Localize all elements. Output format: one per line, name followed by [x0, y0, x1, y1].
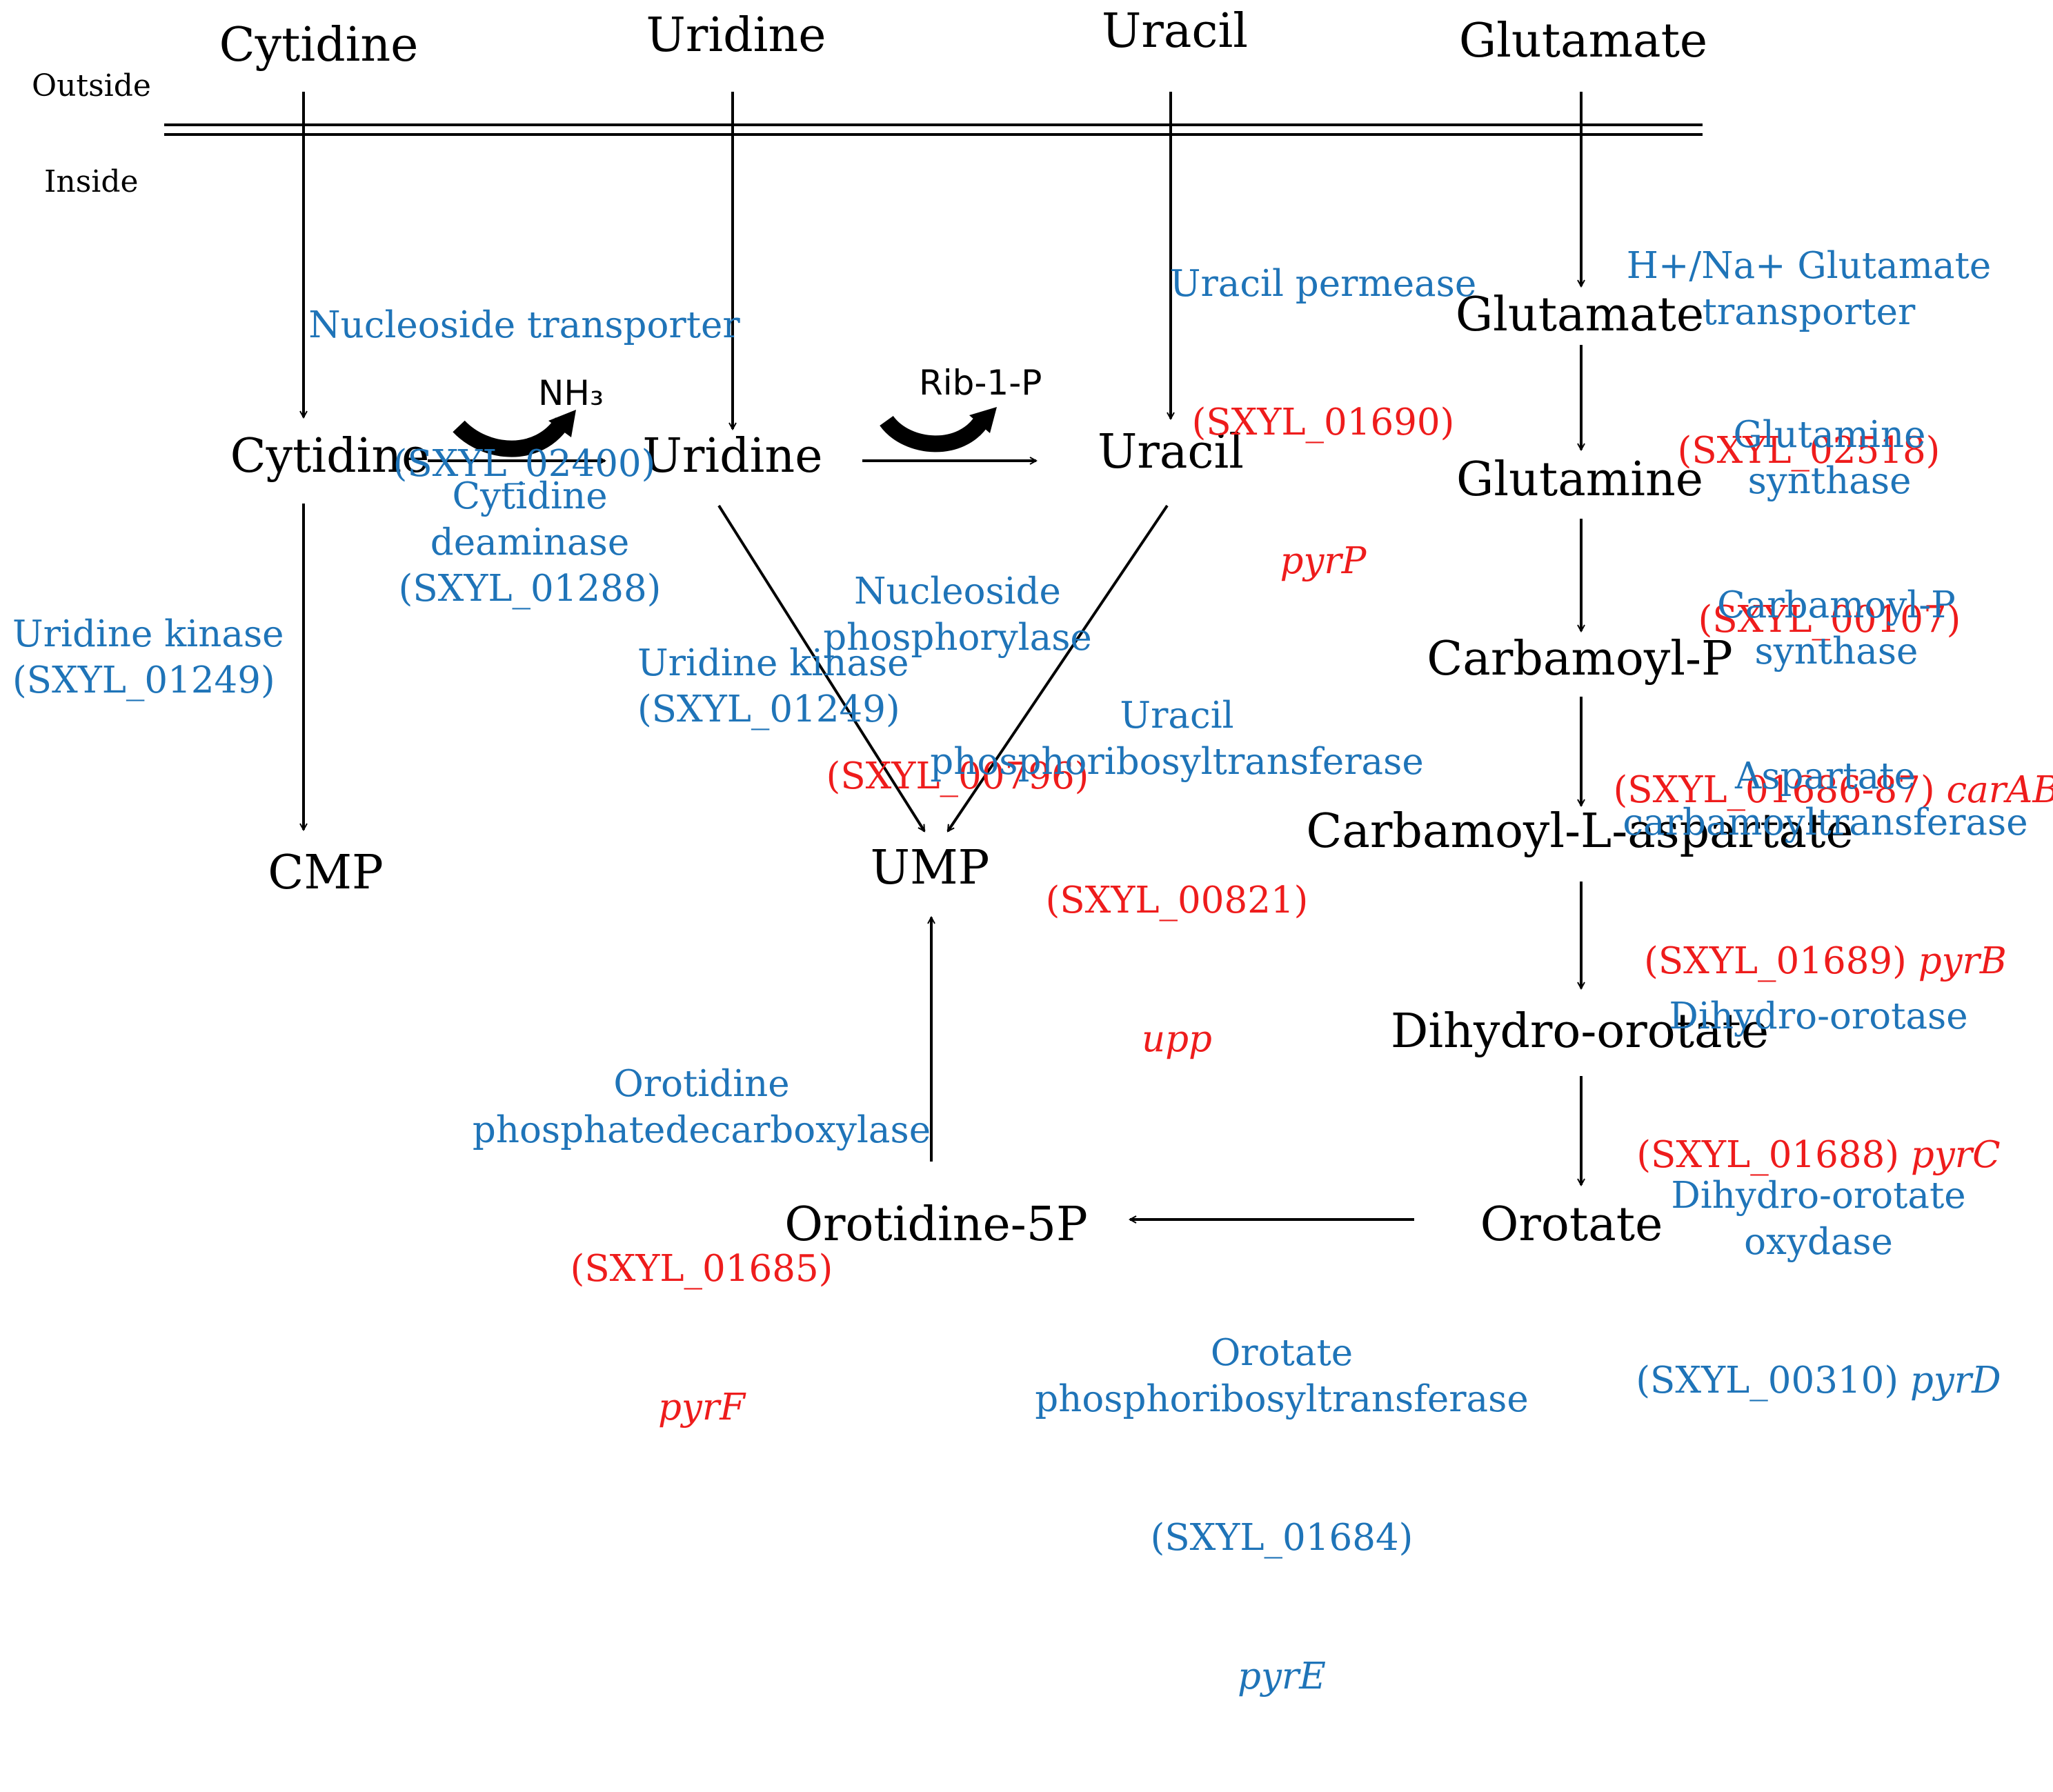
compound-orotate: Orotate [1480, 1197, 1663, 1252]
compound-uracil-outside: Uracil [1102, 4, 1248, 59]
gene-name: pyrB [1918, 940, 2007, 982]
arrow-rib1p-head [969, 407, 997, 433]
locus-id: (SXYL_00821) [1045, 879, 1309, 922]
compound-uridine-inside: Uridine [642, 429, 823, 484]
arrow-nh3-head [548, 410, 576, 437]
pathway-arrows [164, 92, 1703, 1433]
locus-id: (SXYL_02400) [393, 443, 656, 485]
compound-glutamate-inside: Glutamate [1455, 288, 1705, 342]
enzyme-name: Glutamine synthase [1733, 414, 1926, 502]
enzyme-nucleoside-transporter: Nucleoside transporter (SXYL_02400) [308, 210, 740, 579]
enzyme-orotate-phosphoribosyltransferase: Orotate phosphoribosyltransferase (SXYL_… [1035, 1237, 1528, 1792]
compound-uracil-inside: Uracil [1098, 425, 1244, 479]
enzyme-name: Uracil phosphoribosyltransferase [930, 695, 1424, 783]
enzyme-name: Nucleoside phosphorylase [823, 570, 1092, 659]
locus-id: (SXYL_01688) [1636, 1134, 1900, 1176]
compound-glutamine: Glutamine [1456, 452, 1703, 507]
gene-name: pyrP [1280, 540, 1367, 582]
enzyme-aspartate-carbamoyltransferase: Aspartate carbamoyltransferase (SXYL_016… [1623, 661, 2027, 1077]
enzyme-uridine-kinase-cmp: Uridine kinase (SXYL_01249) [12, 613, 284, 701]
compound-ump: UMP [870, 841, 990, 895]
gene-name: pyrE [1238, 1655, 1326, 1698]
compound-carbamoyl-p: Carbamoyl-P [1427, 632, 1733, 686]
outside-label: Outside [32, 68, 151, 103]
enzyme-name: Orotate phosphoribosyltransferase [1035, 1332, 1529, 1420]
locus-id: (SXYL_01685) [570, 1248, 833, 1290]
enzyme-cytidine-deaminase: Cytidine deaminase (SXYL_01288) [398, 475, 662, 610]
locus-id: (SXYL_02518) [1677, 430, 1941, 472]
compound-cytidine-outside: Cytidine [219, 18, 419, 72]
gene-name: carAB [1946, 769, 2053, 811]
enzyme-name: Uracil permease [1169, 263, 1477, 305]
compound-carbamoyl-aspartate: Carbamoyl-L-aspartate [1306, 804, 1854, 859]
locus-id: (SXYL_01684) [1150, 1517, 1414, 1559]
membrane-line [164, 123, 1703, 136]
arrow-rib1p-uptake [880, 414, 991, 452]
locus-id: (SXYL_01686-87) [1613, 769, 1935, 811]
compound-uridine-outside: Uridine [646, 8, 826, 63]
compound-nh3: NH₃ [538, 373, 604, 413]
compound-rib1p: Rib-1-P [919, 363, 1042, 403]
gene-name: pyrD [1910, 1360, 2001, 1402]
enzyme-uracil-permease: Uracil permease (SXYL_01690) pyrP [1170, 168, 1476, 677]
pyrimidine-pathway-diagram: Outside Inside Cytidine Uridine Uracil G… [12, 4, 2053, 1698]
enzyme-name: Aspartate carbamoyltransferase [1623, 755, 2028, 844]
enzyme-name: Dihydro-orotase [1669, 995, 1968, 1037]
compound-cmp: CMP [268, 846, 384, 900]
gene-name: pyrC [1910, 1134, 2001, 1176]
compound-dihydro-orotate: Dihydro-orotate [1390, 1004, 1769, 1059]
enzyme-orotidine-decarboxylase: Orotidine phosphatedecarboxylase (SXYL_0… [473, 968, 931, 1523]
arrow-uridine-ump [717, 504, 926, 831]
inside-label: Inside [44, 164, 139, 199]
enzyme-name: Carbamoyl-P synthase [1717, 584, 1956, 673]
enzyme-carbamoyl-p-synthase: Carbamoyl-P synthase (SXYL_01686-87) car… [1614, 490, 2053, 906]
locus-id: (SXYL_01690) [1191, 401, 1455, 444]
locus-id: (SXYL_00107) [1698, 599, 1961, 641]
compound-orotidine-5p: Orotidine-5P [784, 1197, 1088, 1252]
enzyme-name: Orotidine phosphatedecarboxylase [472, 1063, 931, 1151]
enzyme-name: Nucleoside transporter [308, 304, 740, 346]
arrow-uracil-ump [946, 504, 1169, 831]
enzyme-dihydroorotase: Dihydro-orotase (SXYL_01688) pyrC [1636, 901, 2000, 1271]
arrow-nh3-release [453, 417, 570, 457]
enzyme-dihydroorotate-oxydase: Dihydro-orotate oxydase (SXYL_00310) pyr… [1636, 1080, 2001, 1496]
locus-id: (SXYL_00310) [1636, 1360, 1899, 1402]
enzyme-glutamine-synthase: Glutamine synthase (SXYL_00107) [1698, 319, 1961, 735]
enzyme-name: Dihydro-orotate oxydase [1671, 1175, 1966, 1263]
enzyme-uracil-phosphoribosyltransferase: Uracil phosphoribosyltransferase (SXYL_0… [930, 600, 1423, 1155]
locus-id: (SXYL_01689) [1644, 940, 1907, 982]
locus-id: (SXYL_00796) [826, 755, 1089, 797]
compound-cytidine-inside: Cytidine [230, 429, 430, 484]
gene-name: pyrF [658, 1386, 745, 1428]
compound-glutamate-outside: Glutamate [1458, 14, 1708, 68]
gene-name: upp [1142, 1018, 1212, 1060]
enzyme-glutamate-transporter: H+/Na+ Glutamate transporter (SXYL_02518… [1627, 150, 1992, 566]
enzyme-nucleoside-phosphorylase: Nucleoside phosphorylase (SXYL_00796) [823, 476, 1092, 892]
enzyme-uridine-kinase-ump: Uridine kinase (SXYL_01249) [637, 642, 909, 730]
enzyme-name: H+/Na+ Glutamate transporter [1626, 245, 1992, 333]
